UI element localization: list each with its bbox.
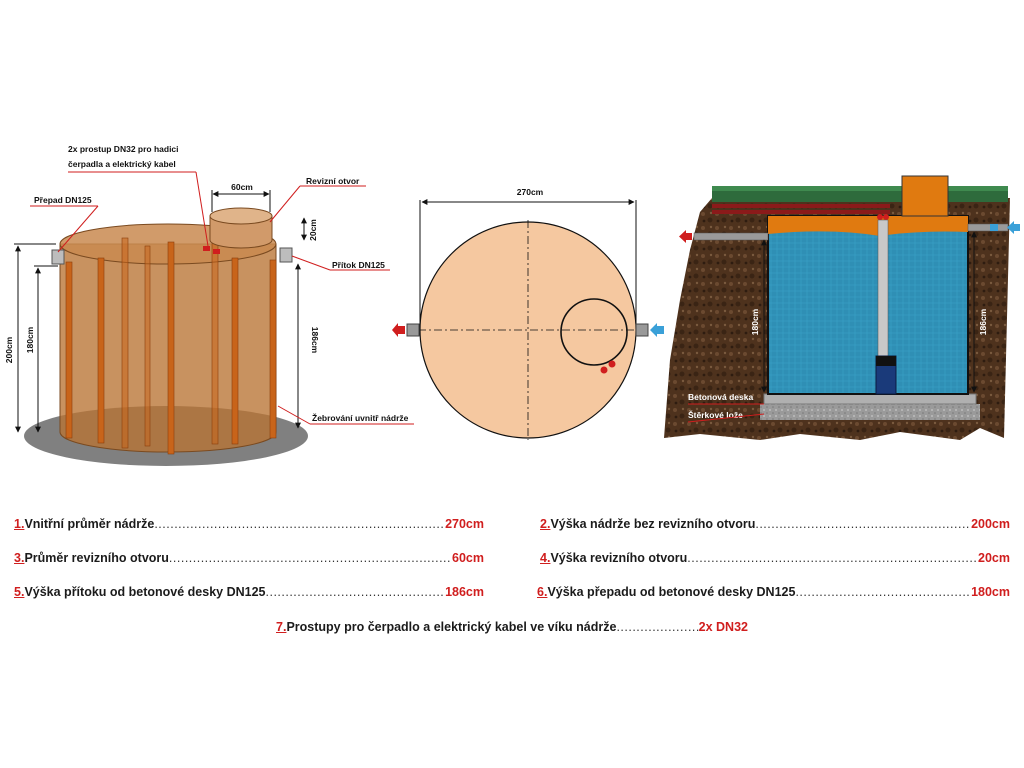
dim-total-height: 200cm — [4, 336, 14, 363]
top-view-port-2 — [608, 360, 616, 368]
grass — [712, 190, 1008, 202]
section-inlet-pipe — [967, 223, 1009, 232]
outlet-arrow-icon — [392, 323, 405, 337]
tank-section — [767, 215, 969, 395]
tank-section-view: 180cm 186cm Betonová deska Štěrkové lože — [664, 175, 1020, 440]
inlet-arrow-icon — [650, 323, 664, 337]
top-view-manhole — [560, 298, 628, 366]
cable-port-1 — [203, 246, 210, 251]
section-dim-inlet: 186cm — [978, 308, 988, 335]
concrete-slab — [763, 393, 977, 405]
section-overflow-pipe — [693, 232, 769, 241]
lid-chamber — [901, 175, 949, 217]
dim-manhole-diameter: 60cm — [231, 182, 253, 192]
section-dim-overflow: 180cm — [750, 308, 760, 335]
tank-3d-view: 200cm 180cm 186cm 60cm 20cm 2x prostup D… — [4, 144, 414, 466]
section-inlet-arrow-icon — [1007, 221, 1020, 234]
gravel-bed — [760, 404, 980, 420]
pump-riser — [877, 219, 889, 359]
label-inlet: Přítok DN125 — [332, 260, 385, 270]
top-view-port-1 — [600, 366, 608, 374]
cable-port-2 — [213, 249, 220, 254]
label-cable-line1: 2x prostup DN32 pro hadici — [68, 144, 179, 154]
overflow-pipe — [51, 249, 65, 265]
top-view-inlet — [635, 323, 649, 337]
label-overflow: Přepad DN125 — [34, 195, 92, 205]
label-gravel: Štěrkové lože — [688, 409, 743, 420]
tank-top-view: 270cm — [392, 187, 664, 440]
inlet-pipe — [279, 247, 293, 263]
tank-ribs — [65, 237, 277, 455]
dim-overflow-height: 180cm — [25, 326, 35, 353]
tank-lid — [768, 216, 968, 236]
dim-inlet-height: 186cm — [310, 327, 320, 354]
label-cable-line2: čerpadla a elektrický kabel — [68, 159, 176, 169]
top-view-outlet — [406, 323, 420, 337]
dim-diameter: 270cm — [517, 187, 544, 197]
manhole — [209, 215, 273, 249]
dim-manhole-height: 20cm — [308, 219, 318, 241]
label-ribs: Žebrování uvnitř nádrže — [312, 412, 409, 423]
label-manhole: Revizní otvor — [306, 176, 360, 186]
section-outlet-arrow-icon — [679, 230, 692, 243]
label-slab: Betonová deska — [688, 392, 753, 402]
